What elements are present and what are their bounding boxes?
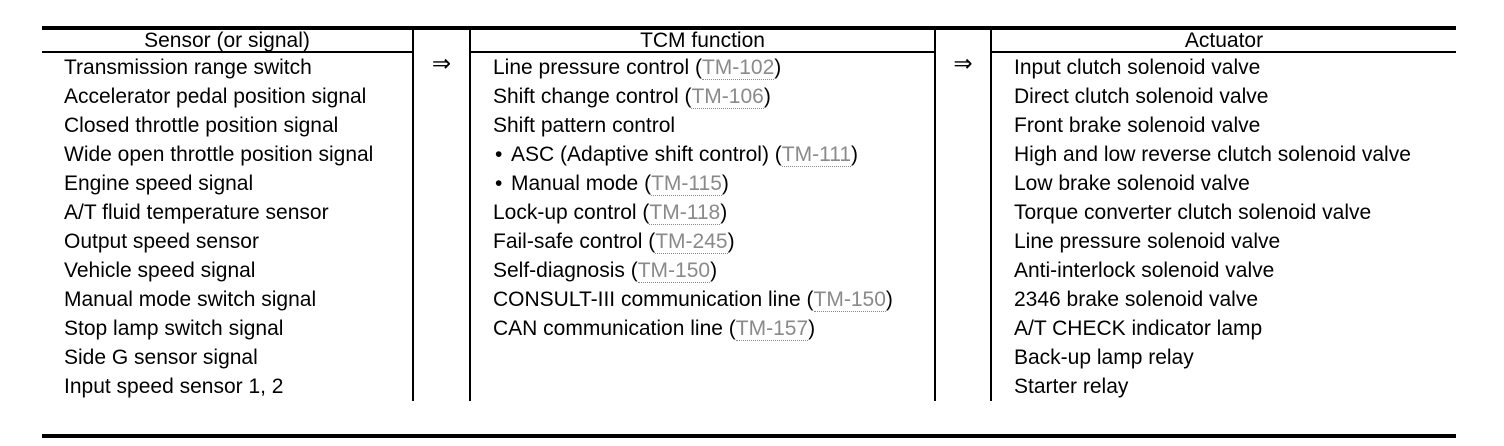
list-item: Line pressure solenoid valve bbox=[1014, 230, 1281, 253]
list-item: Shift change control (TM-106) bbox=[493, 85, 771, 109]
double-arrow-right-icon: ⇒ bbox=[953, 50, 973, 76]
list-item: Lock-up control (TM-118) bbox=[493, 201, 728, 225]
list-item: •ASC (Adaptive shift control) (TM-111) bbox=[493, 140, 928, 169]
reference-link[interactable]: TM-150 bbox=[813, 288, 886, 312]
list-item: Direct clutch solenoid valve bbox=[1014, 85, 1269, 108]
header-arrow-spacer-2 bbox=[935, 30, 992, 52]
list-item: A/T fluid temperature sensor bbox=[64, 201, 329, 224]
tcm-function-label: CONSULT-III communication line bbox=[493, 288, 801, 311]
list-item: Accelerator pedal position signal bbox=[64, 85, 367, 108]
list-item: Side G sensor signal bbox=[64, 346, 258, 369]
tcm-function-label: Line pressure control bbox=[493, 56, 690, 79]
list-item: Low brake solenoid valve bbox=[1014, 172, 1250, 195]
tcm-function-label: Fail-safe control bbox=[493, 230, 643, 253]
header-row: Sensor (or signal) TCM function Actuator bbox=[42, 30, 1456, 53]
tcm-function-label: Shift pattern control bbox=[493, 114, 676, 137]
list-item: Transmission range switch bbox=[64, 56, 312, 79]
header-actuator: Actuator bbox=[991, 30, 1456, 53]
list-item: Self-diagnosis (TM-150) bbox=[493, 259, 718, 283]
list-item: Front brake solenoid valve bbox=[1014, 114, 1261, 137]
reference-link[interactable]: TM-118 bbox=[649, 201, 721, 225]
list-item: Starter relay bbox=[1014, 375, 1129, 398]
tcm-function-label: Lock-up control bbox=[493, 201, 637, 224]
reference-link[interactable]: TM-115 bbox=[651, 172, 722, 196]
table-bottom-rule bbox=[42, 434, 1456, 438]
tcm-function-label: CAN communication line bbox=[493, 317, 723, 340]
list-item: Torque converter clutch solenoid valve bbox=[1014, 201, 1372, 224]
tcm-function-label: ASC (Adaptive shift control) bbox=[511, 143, 769, 166]
tcm-function-label: Self-diagnosis bbox=[493, 259, 625, 282]
reference-link[interactable]: TM-245 bbox=[655, 230, 728, 254]
tcm-function-label: Shift change control bbox=[493, 85, 679, 108]
list-item: Vehicle speed signal bbox=[64, 259, 256, 282]
list-item: CONSULT-III communication line (TM-150) bbox=[493, 288, 893, 312]
list-item: Output speed sensor bbox=[64, 230, 259, 253]
list-item: Engine speed signal bbox=[64, 172, 254, 195]
header-sensor: Sensor (or signal) bbox=[42, 30, 414, 53]
reference-link[interactable]: TM-106 bbox=[691, 85, 764, 109]
header-arrow-spacer-1 bbox=[413, 30, 471, 52]
reference-link[interactable]: TM-157 bbox=[735, 317, 809, 341]
arrow-column-2: ⇒ bbox=[935, 50, 992, 401]
list-item: Shift pattern control bbox=[493, 111, 928, 140]
tcm-function-list: Line pressure control (TM-102) Shift chan… bbox=[471, 53, 934, 343]
list-item: A/T CHECK indicator lamp bbox=[1014, 317, 1263, 340]
double-arrow-right-icon: ⇒ bbox=[431, 50, 452, 76]
reference-link[interactable]: TM-102 bbox=[701, 56, 775, 80]
table-top-rule bbox=[42, 26, 1456, 30]
list-item: CAN communication line (TM-157) bbox=[493, 317, 816, 341]
header-tcm-function: TCM function bbox=[470, 30, 936, 53]
list-item: Stop lamp switch signal bbox=[64, 317, 284, 340]
tcm-function-column: Line pressure control (TM-102) Shift chan… bbox=[470, 52, 936, 401]
list-item: Anti-interlock solenoid valve bbox=[1014, 259, 1275, 282]
list-item: Input clutch solenoid valve bbox=[1014, 56, 1261, 79]
bullet-icon: • bbox=[495, 172, 503, 195]
list-item: High and low reverse clutch solenoid val… bbox=[1014, 143, 1411, 166]
list-item: Wide open throttle position signal bbox=[64, 143, 374, 166]
list-item: Closed throttle position signal bbox=[64, 114, 339, 137]
list-item: Manual mode switch signal bbox=[64, 288, 317, 311]
bullet-icon: • bbox=[495, 143, 503, 166]
list-item: •Manual mode (TM-115) bbox=[493, 169, 928, 198]
list-item: Input speed sensor 1, 2 bbox=[64, 375, 284, 398]
list-item: 2346 brake solenoid valve bbox=[1014, 288, 1259, 311]
arrow-column-1: ⇒ bbox=[413, 50, 471, 401]
list-item: Fail-safe control (TM-245) bbox=[493, 230, 735, 254]
list-item: Line pressure control (TM-102) bbox=[493, 56, 782, 80]
reference-link[interactable]: TM-150 bbox=[637, 259, 711, 283]
tcm-function-label: Manual mode bbox=[511, 172, 639, 195]
reference-link[interactable]: TM-111 bbox=[781, 143, 851, 167]
control-matrix-table: Sensor (or signal) TCM function Actuator… bbox=[42, 26, 1456, 401]
matrix-table: Sensor (or signal) TCM function Actuator… bbox=[42, 30, 1456, 401]
list-item: Back-up lamp relay bbox=[1014, 346, 1194, 369]
